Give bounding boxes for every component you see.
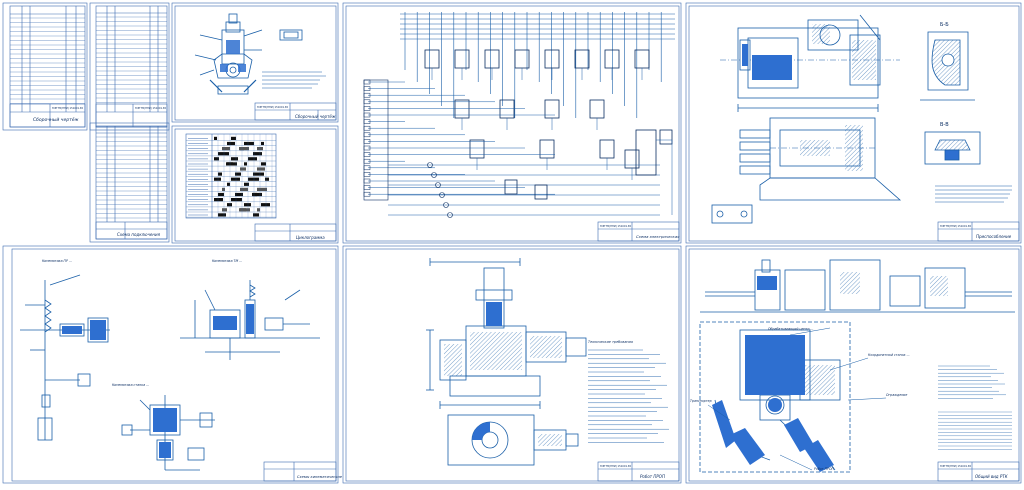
sheet-1-title: Сборочный чертёж (33, 117, 79, 123)
rtk-leaders (707, 327, 887, 471)
section-bb-label: Б-Б (940, 22, 949, 28)
sheet-2-stamp: ЮРГПУ(НПИ) 151001.65 (135, 106, 166, 110)
sheet-kinematics-frame (2, 245, 339, 484)
sheet-9-title: Общий вид РТК (975, 474, 1008, 479)
robot-front-fill (444, 302, 562, 376)
sheet-3-title: Схема подключения (117, 232, 161, 237)
sheet-8-stamp: ЮРГПУ(НПИ) 151001.65 (600, 464, 631, 468)
fixture-section-bb (920, 31, 975, 101)
fixture-top-fill (742, 24, 876, 80)
sheet-1-spec-table (2, 2, 88, 131)
assembly-gripper-fill (220, 40, 246, 72)
cyclogram-bars (186, 134, 276, 218)
kinematics-center-scheme (180, 280, 320, 360)
robot-front-view (426, 258, 587, 397)
sheet-assembly-stamp: ЮРГПУ(НПИ) 151001.65 (257, 105, 288, 109)
rtk-side-fill (757, 272, 948, 296)
kinematics-center-fill (213, 304, 254, 334)
rtk-label-fence: Ограждение (886, 393, 907, 397)
rtk-label-center: Обрабатывающий центр ... (768, 327, 814, 331)
rtk-plan-fill (712, 335, 835, 472)
kinematics-robot-fill (62, 320, 106, 340)
kinematics-lathe-scheme (121, 395, 215, 471)
rtk-label-lathe: Координатный станок ... (868, 353, 910, 357)
sheet-general-frame (685, 245, 1022, 484)
sheet-6-title: Приспособление (976, 234, 1012, 239)
kinematics-label-1: Кинематика ПР ... (42, 259, 72, 263)
robot-top-view (439, 401, 579, 466)
sheet-5-title: Схема электрическая (636, 234, 680, 239)
sheet-8-title: Робот ПРОП (640, 474, 665, 479)
sheet-7-title: Схемы кинематические (297, 475, 343, 479)
section-vv-label: В-В (940, 122, 949, 128)
sheet-3-spec-table (89, 122, 170, 243)
kinematics-lathe-fill (153, 408, 177, 458)
sheet-fixture-frame (685, 2, 1022, 244)
kinematics-label-2: Кинематика ТМ ... (212, 259, 242, 263)
sheet-4-title: Циклограмма (296, 235, 325, 240)
assembly-gripper-drawing (194, 13, 303, 95)
fixture-notes-lines (935, 185, 1012, 203)
rtk-notes-lines (938, 365, 1012, 450)
sheet-9-stamp: ЮРГПУ(НПИ) 151001.65 (940, 464, 971, 468)
rtk-label-transport: Транспортер (690, 399, 712, 403)
robot-top-fill (472, 422, 562, 446)
kinematics-robot-scheme (20, 274, 110, 441)
schematic-wiring (363, 12, 675, 218)
sheet-2-spec-table (89, 2, 170, 131)
fixture-section-vv (924, 131, 981, 165)
sheet-assembly-frame (171, 2, 339, 123)
sheet-1-stamp: ЮРГПУ(НПИ) 151001.65 (52, 106, 83, 110)
fixture-plan-view (711, 117, 902, 224)
robot-notes-heading: Технические требования (588, 340, 633, 344)
sheet-schematic-frame (342, 2, 682, 244)
sheet-2-title: Сборочный чертёж (295, 114, 336, 119)
sheet-cyclogram-frame (171, 125, 339, 244)
kinematics-label-3: Кинематика станка ... (112, 383, 149, 387)
robot-notes-lines (588, 349, 669, 443)
assembly-notes-lines (262, 71, 326, 89)
sheet-robot-frame (342, 245, 682, 484)
sheet-6-stamp: ЮРГПУ(НПИ) 151001.65 (940, 224, 971, 228)
rtk-side-view (700, 259, 1015, 313)
rtk-label-robot: Робот ПРОП (814, 467, 834, 471)
fixture-plan-fill (800, 125, 863, 171)
sheet-5-stamp: ЮРГПУ(НПИ) 151001.65 (600, 224, 631, 228)
